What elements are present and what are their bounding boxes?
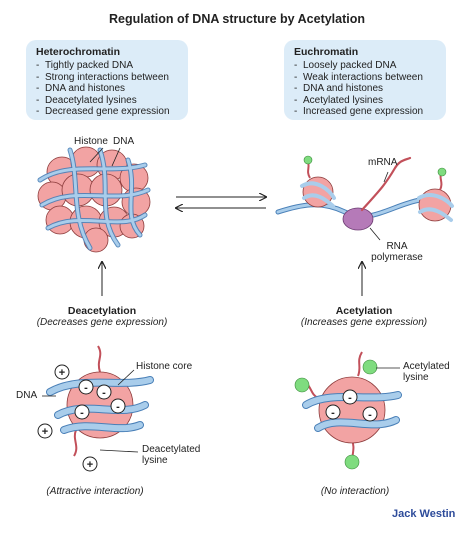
acetylated-lysine-label-line1: Acetylated [403,361,450,372]
deacetylated-lysine-label-line1: Deacetylated [142,444,201,455]
deacetylated-nucleosome: - - - - + + + [37,345,154,472]
negative-charge [78,379,94,395]
negative-charge [74,404,90,420]
acetylation-caption: Acetylation (Increases gene expression) [284,305,444,328]
acetyl-group [303,155,313,165]
histone-core-label: Histone core [136,361,193,372]
positive-charge-label: + [87,459,93,471]
acetyl-group [294,377,310,393]
list-item: Acetylated lysines [294,95,436,107]
rna-polymerase-label-line2: polymerase [371,252,423,263]
euchromatin-heading: Euchromatin [294,46,359,58]
acetylated-lysine-label-line2: lysine [403,372,429,383]
histone-tail [73,429,78,457]
negative-charge [96,384,112,400]
acetylated-nucleosome: - - - [294,351,402,470]
deacetylation-title: Deacetylation [67,305,137,317]
dna-left-label: DNA [16,390,38,401]
heterochromatin-heading: Heterochromatin [36,46,121,58]
negative-charge-label: - [84,382,88,394]
heterochromatin-illustration [37,146,151,253]
dna-pointer [111,147,121,167]
deacetylation-caption: Deacetylation (Decreases gene expression… [22,305,182,328]
euchromatin-illustration [275,155,454,231]
list-item: Strong interactions between [36,72,178,84]
no-interaction-caption: (No interaction) [320,486,390,497]
mrna-pointer [383,171,389,183]
page-title: Regulation of DNA structure by Acetylati… [108,12,366,26]
rna-polymerase-label-line1: RNA [386,241,408,252]
histone-tail [97,345,102,373]
histone-pointer [89,147,104,163]
positive-charge-label: + [42,426,48,438]
negative-charge [342,389,358,405]
negative-charge-label: - [348,392,352,404]
heterochromatin-box: Heterochromatin Tightly packed DNA Stron… [26,40,188,120]
euchromatin-list: Loosely packed DNA Weak interactions bet… [294,60,436,118]
positive-charge [54,364,70,380]
acetyl-group [437,167,447,177]
negative-charge [325,404,341,420]
euchromatin-box: Euchromatin Loosely packed DNA Weak inte… [284,40,446,120]
negative-charge-label: - [331,407,335,419]
list-item: Loosely packed DNA [294,60,436,72]
acetylation-title: Acetylation [335,305,393,317]
heterochromatin-list: Tightly packed DNA Strong interactions b… [36,60,178,118]
deacetylated-lysine-label: Deacetylated lysine [142,444,200,466]
list-item: Tightly packed DNA [36,60,178,72]
histone-label: Histone [74,136,108,147]
list-item: Deacetylated lysines [36,95,178,107]
rna-polymerase [342,207,374,231]
mrna-strand [360,156,412,212]
brand-logo: Jack Westin [392,508,456,520]
acetyl-group [362,359,378,375]
negative-charge [362,406,378,422]
deacetylation-effect: (Decreases gene expression) [36,317,168,328]
negative-charge-label: - [116,401,120,413]
deacetylated-lysine-label-line2: lysine [142,455,168,466]
histone-core-pointer [117,369,135,386]
positive-charge-label: + [59,367,65,379]
attractive-interaction-caption: (Attractive interaction) [46,486,144,497]
rna-polymerase-label: RNA polymerase [362,241,432,263]
mrna-label: mRNA [368,157,398,168]
list-item: DNA and histones [36,83,178,95]
histone-tail [357,351,363,377]
list-item: Decreased gene expression [36,106,178,118]
acetylated-lysine-label: Acetylated lysine [403,361,450,383]
list-item: Weak interactions between [294,72,436,84]
acetylation-effect: (Increases gene expression) [300,317,428,328]
positive-charge [37,423,53,439]
polymerase-pointer [369,227,381,241]
negative-charge-label: - [102,387,106,399]
negative-charge [110,398,126,414]
positive-charge [82,456,98,472]
acetyl-group [344,454,360,470]
negative-charge-label: - [368,409,372,421]
list-item: DNA and histones [294,83,436,95]
dna-label: DNA [113,136,135,147]
deacetylated-lysine-pointer [99,449,139,453]
negative-charge-label: - [80,407,84,419]
list-item: Increased gene expression [294,106,436,118]
